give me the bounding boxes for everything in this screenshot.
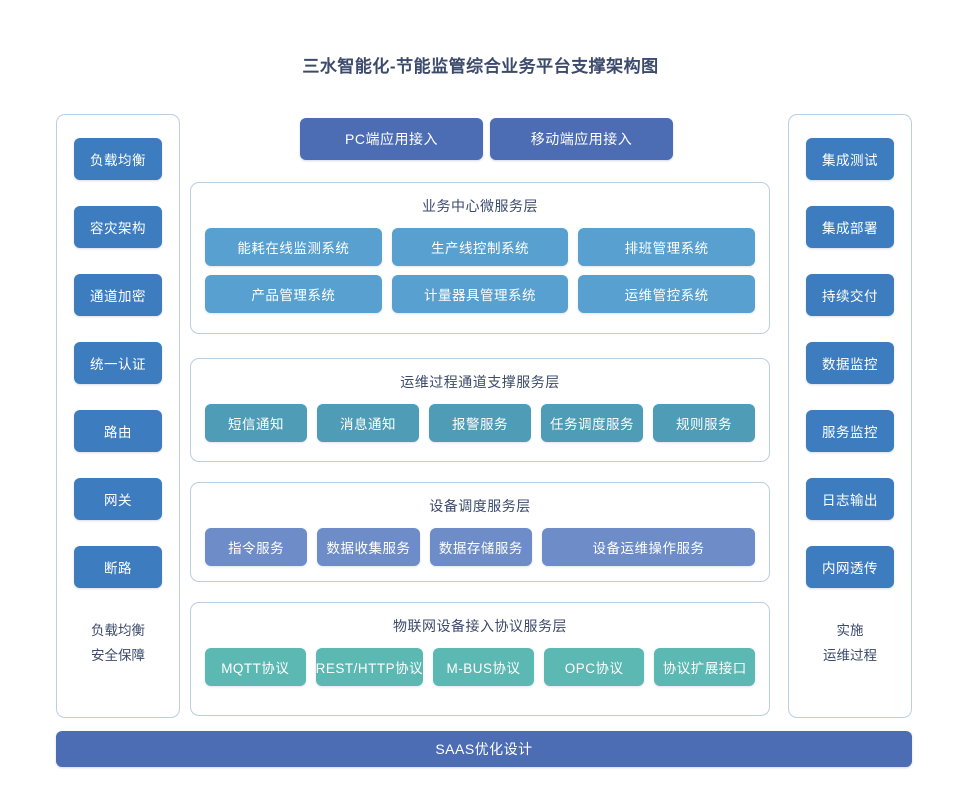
right-column-caption: 实施 运维过程 (823, 618, 877, 668)
layer-title-iot-protocol: 物联网设备接入协议服务层 (393, 618, 567, 634)
right-caption-line-1: 实施 (836, 623, 864, 638)
right-item-log-output[interactable]: 日志输出 (806, 478, 894, 520)
tile-rule-service[interactable]: 规则服务 (653, 404, 755, 442)
left-item-load-balance[interactable]: 负载均衡 (74, 138, 162, 180)
top-access-button-pc[interactable]: PC端应用接入 (300, 118, 483, 160)
page-title: 三水智能化-节能监管综合业务平台支撑架构图 (302, 57, 659, 76)
layer-title-business: 业务中心微服务层 (422, 198, 538, 214)
layer-title-device-scheduling: 设备调度服务层 (429, 498, 531, 514)
tile-row: 短信通知 消息通知 报警服务 任务调度服务 规则服务 (205, 404, 755, 442)
tile-message-notification[interactable]: 消息通知 (317, 404, 419, 442)
right-column-panel: 集成测试 集成部署 持续交付 数据监控 服务监控 日志输出 内网透传 实施 运维… (788, 114, 912, 718)
tile-command-service[interactable]: 指令服务 (205, 528, 308, 566)
tile-row: 能耗在线监测系统 生产线控制系统 排班管理系统 (205, 228, 756, 266)
layer-title-ops-channel: 运维过程通道支撑服务层 (400, 374, 560, 390)
tile-data-storage-service[interactable]: 数据存储服务 (429, 528, 533, 566)
right-item-intranet-passthrough[interactable]: 内网透传 (806, 546, 894, 588)
tile-ops-control-system[interactable]: 运维管控系统 (578, 275, 756, 313)
left-item-unified-auth[interactable]: 统一认证 (74, 342, 162, 384)
tile-product-management[interactable]: 产品管理系统 (205, 275, 382, 313)
left-item-routing[interactable]: 路由 (74, 410, 162, 452)
tile-opc-protocol[interactable]: OPC协议 (543, 648, 645, 686)
tile-mqtt-protocol[interactable]: MQTT协议 (205, 648, 306, 686)
right-item-data-monitoring[interactable]: 数据监控 (806, 342, 894, 384)
left-caption-line-2: 安全保障 (91, 648, 145, 663)
right-item-integration-test[interactable]: 集成测试 (806, 138, 894, 180)
tile-rest-http-protocol[interactable]: REST/HTTP协议 (315, 648, 424, 686)
tile-production-line-control[interactable]: 生产线控制系统 (391, 228, 569, 266)
layer-business-microservice: 业务中心微服务层 能耗在线监测系统 生产线控制系统 排班管理系统 产品管理系统 … (190, 182, 770, 334)
left-column-caption: 负载均衡 安全保障 (91, 618, 145, 668)
tile-sms-notification[interactable]: 短信通知 (205, 404, 307, 442)
right-item-service-monitoring[interactable]: 服务监控 (806, 410, 894, 452)
tile-shift-management[interactable]: 排班管理系统 (578, 228, 756, 266)
tile-metering-device-management[interactable]: 计量器具管理系统 (391, 275, 569, 313)
left-item-gateway[interactable]: 网关 (74, 478, 162, 520)
tile-row: 产品管理系统 计量器具管理系统 运维管控系统 (205, 275, 756, 313)
tile-alarm-service[interactable]: 报警服务 (429, 404, 531, 442)
left-caption-line-1: 负载均衡 (91, 623, 145, 638)
right-caption-line-2: 运维过程 (823, 648, 877, 663)
tile-device-ops-operation-service[interactable]: 设备运维操作服务 (542, 528, 755, 566)
top-access-button-mobile[interactable]: 移动端应用接入 (490, 118, 673, 160)
tile-row: 指令服务 数据收集服务 数据存储服务 设备运维操作服务 (205, 528, 755, 566)
right-item-continuous-delivery[interactable]: 持续交付 (806, 274, 894, 316)
tile-data-collection-service[interactable]: 数据收集服务 (317, 528, 420, 566)
tile-energy-monitoring[interactable]: 能耗在线监测系统 (205, 228, 382, 266)
tile-protocol-extension-interface[interactable]: 协议扩展接口 (654, 648, 756, 686)
tile-task-scheduling-service[interactable]: 任务调度服务 (541, 404, 643, 442)
right-item-integration-deploy[interactable]: 集成部署 (806, 206, 894, 248)
left-item-channel-encryption[interactable]: 通道加密 (74, 274, 162, 316)
bottom-bar-saas-optimization[interactable]: SAAS优化设计 (56, 731, 912, 767)
layer-iot-protocol-access: 物联网设备接入协议服务层 MQTT协议 REST/HTTP协议 M-BUS协议 … (190, 602, 770, 716)
left-item-dr-architecture[interactable]: 容灾架构 (74, 206, 162, 248)
tile-mbus-protocol[interactable]: M-BUS协议 (433, 648, 534, 686)
layer-device-scheduling: 设备调度服务层 指令服务 数据收集服务 数据存储服务 设备运维操作服务 (190, 482, 770, 582)
tile-row: MQTT协议 REST/HTTP协议 M-BUS协议 OPC协议 协议扩展接口 (205, 648, 756, 686)
layer-ops-channel-support: 运维过程通道支撑服务层 短信通知 消息通知 报警服务 任务调度服务 规则服务 (190, 358, 770, 462)
left-item-circuit-breaker[interactable]: 断路 (74, 546, 162, 588)
left-column-panel: 负载均衡 容灾架构 通道加密 统一认证 路由 网关 断路 负载均衡 安全保障 (56, 114, 180, 718)
